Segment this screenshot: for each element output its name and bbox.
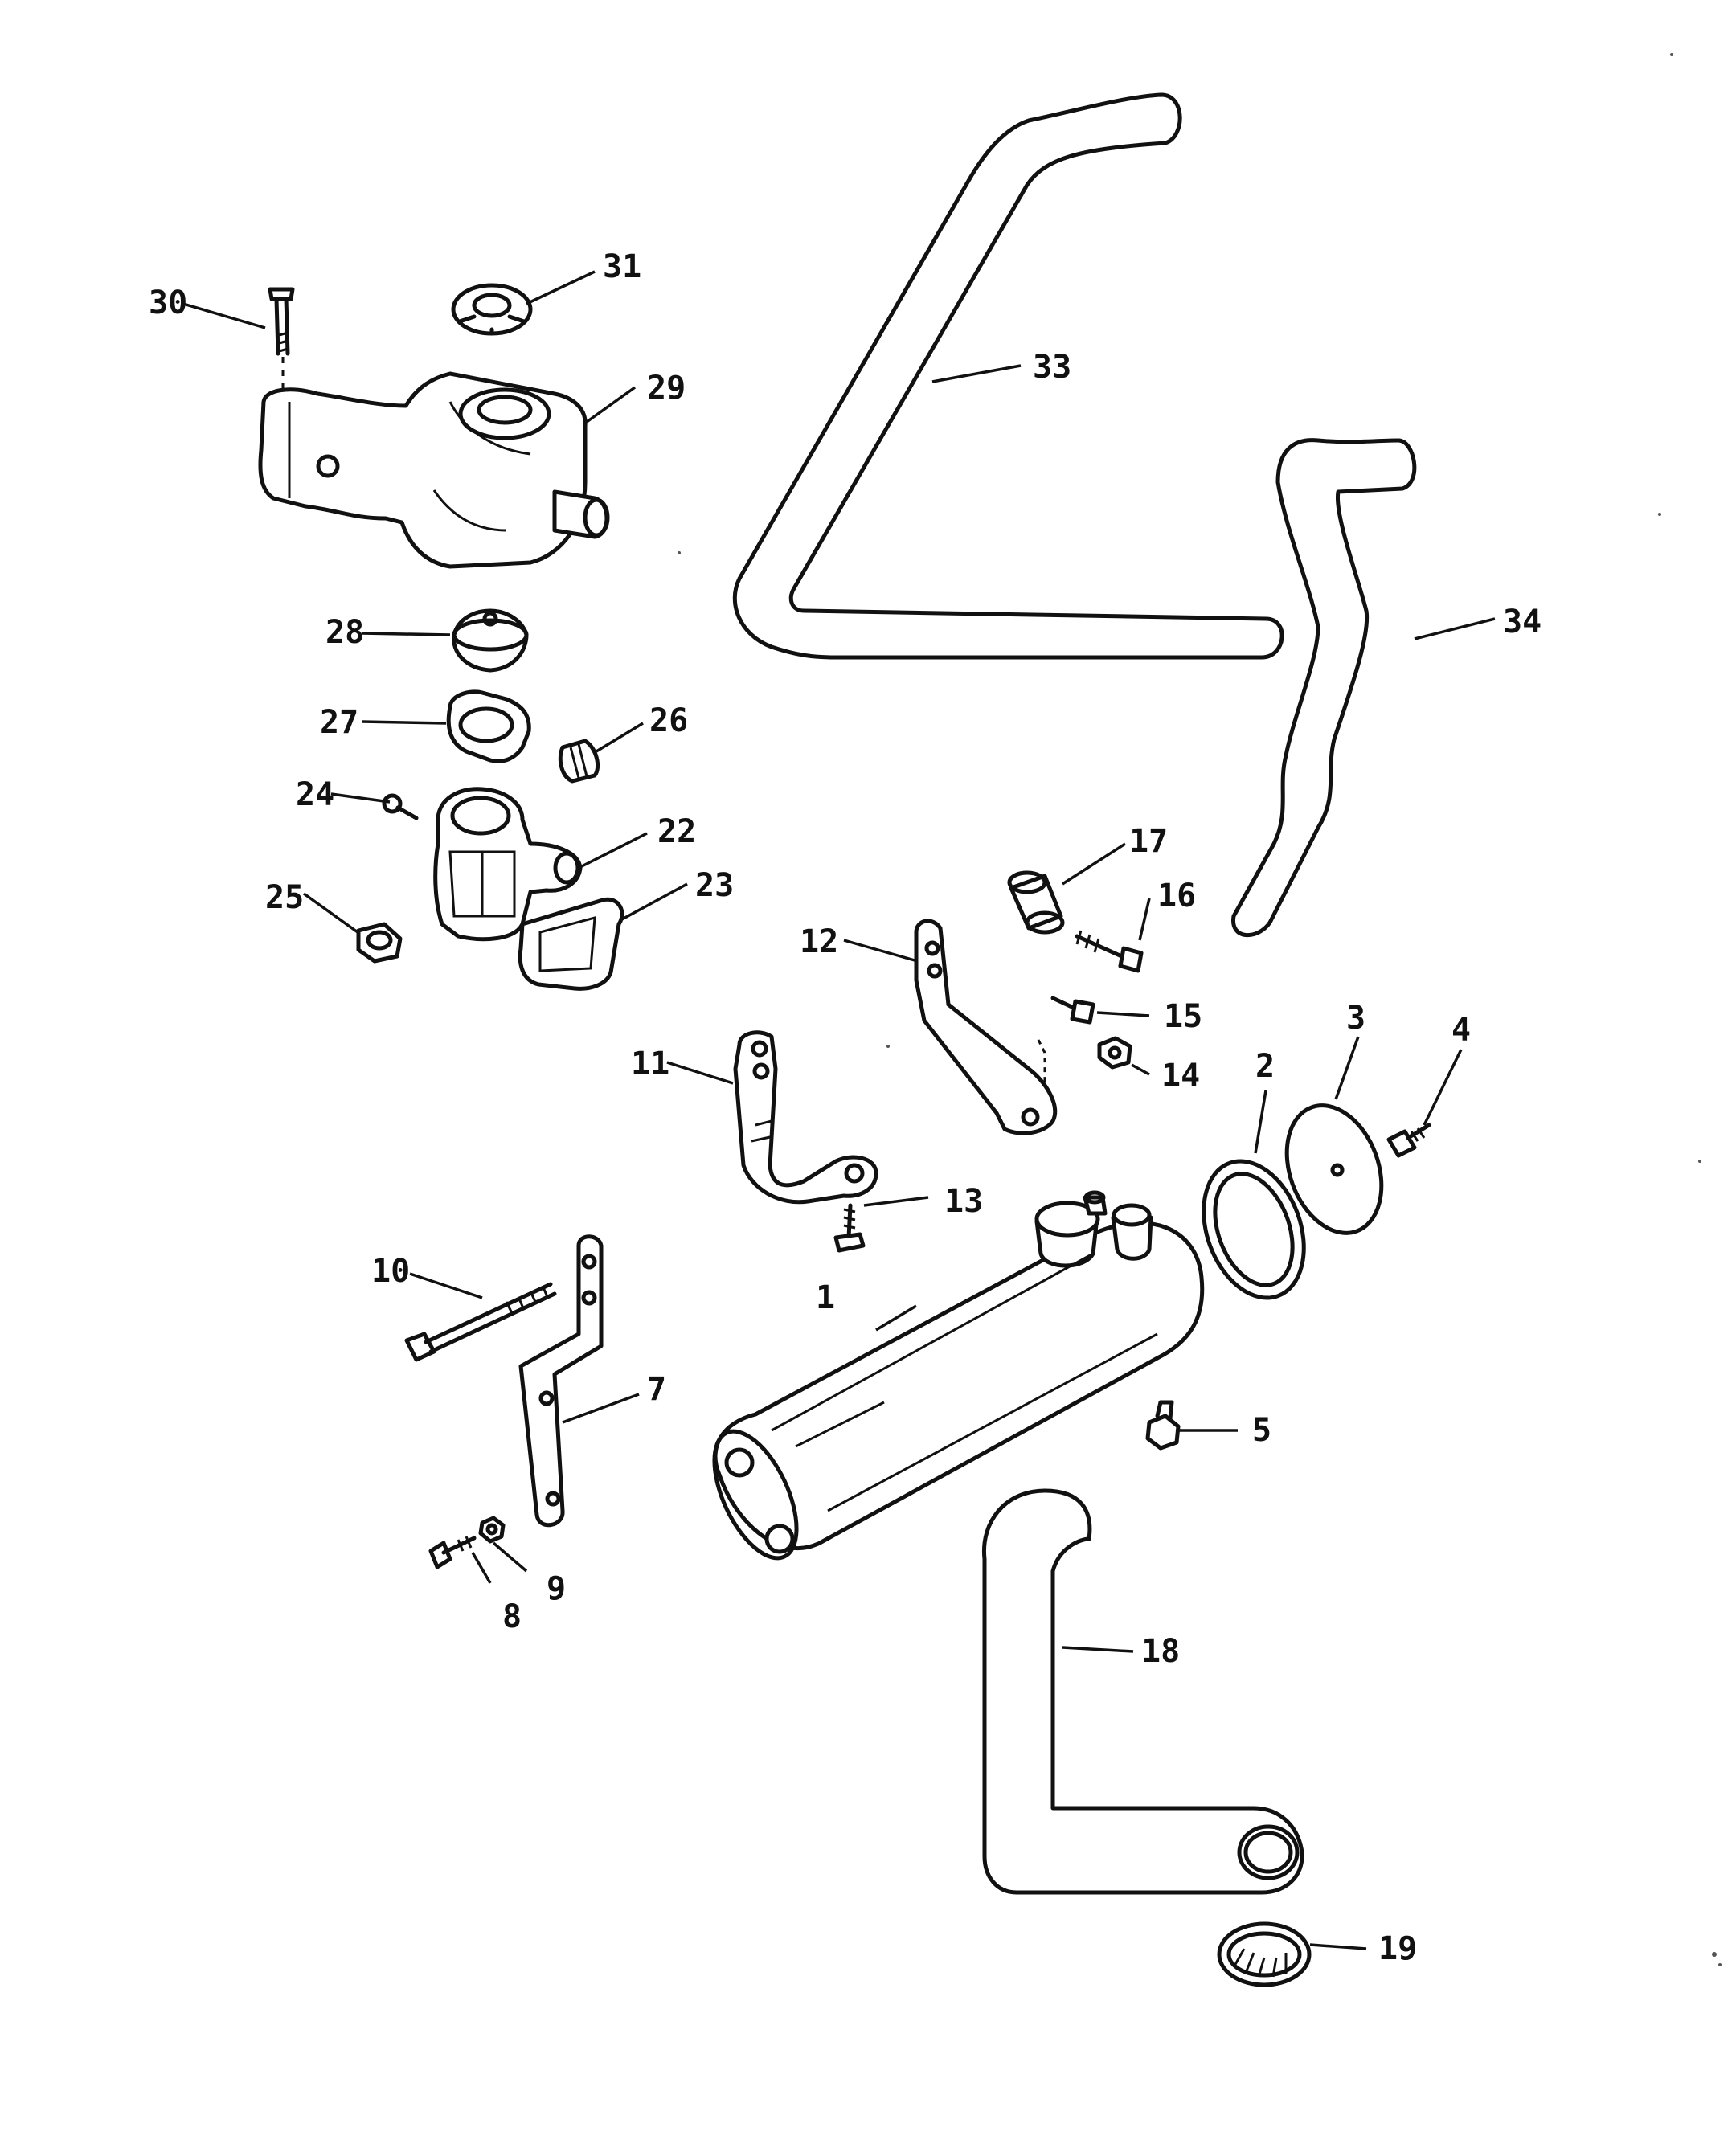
callout-3: 3 <box>1346 1000 1365 1037</box>
plug-25 <box>356 922 403 964</box>
callout-19: 19 <box>1378 1930 1417 1967</box>
callout-9: 9 <box>547 1570 566 1607</box>
callout-34: 34 <box>1503 604 1542 640</box>
screw-13 <box>833 1203 866 1253</box>
callout-13: 13 <box>944 1183 983 1220</box>
nut-9 <box>478 1516 506 1544</box>
callout-31: 31 <box>603 248 641 285</box>
thermostat-28 <box>452 608 529 673</box>
bolt-30 <box>268 287 295 402</box>
heat-exchanger-1 <box>712 1190 1205 1561</box>
callout-4: 4 <box>1451 1012 1471 1049</box>
thermostat-housing-29 <box>258 371 610 569</box>
callout-29: 29 <box>647 370 686 407</box>
callout-14: 14 <box>1161 1058 1200 1095</box>
callout-5: 5 <box>1252 1412 1271 1449</box>
gasket-27 <box>446 689 531 763</box>
sleeve-17 <box>1007 870 1065 935</box>
bolt-16 <box>1075 930 1144 973</box>
callout-11: 11 <box>631 1045 669 1082</box>
callout-23: 23 <box>695 867 734 904</box>
callout-27: 27 <box>320 704 358 741</box>
callout-16: 16 <box>1157 878 1196 915</box>
callout-26: 26 <box>649 702 688 739</box>
callout-24: 24 <box>296 776 334 813</box>
hose-33 <box>732 92 1284 660</box>
pressure-cap-31 <box>451 283 533 336</box>
callout-12: 12 <box>800 923 838 960</box>
drain-plug-5 <box>1145 1400 1181 1451</box>
callout-17: 17 <box>1129 823 1168 860</box>
callout-8: 8 <box>502 1598 522 1635</box>
callout-28: 28 <box>326 614 364 651</box>
strap-11 <box>733 1030 878 1205</box>
callout-25: 25 <box>265 879 304 916</box>
bracket-12 <box>914 919 1058 1135</box>
callout-15: 15 <box>1164 998 1202 1035</box>
callout-1: 1 <box>816 1279 835 1316</box>
screw-24 <box>382 793 419 820</box>
hose-34 <box>1231 438 1417 937</box>
o-ring-2 <box>1202 1159 1306 1300</box>
callout-33: 33 <box>1033 349 1071 386</box>
callout-22: 22 <box>657 813 696 850</box>
callout-7: 7 <box>647 1371 666 1408</box>
hose-18 <box>981 1488 1304 1895</box>
scan-specks <box>678 53 1722 1966</box>
end-cap-3 <box>1284 1103 1384 1235</box>
bracket-7 <box>518 1234 604 1528</box>
nut-14 <box>1037 1036 1132 1085</box>
bolt-10 <box>404 1282 557 1362</box>
housing-22 <box>433 787 583 942</box>
bolt-15 <box>1050 996 1095 1025</box>
callout-30: 30 <box>149 284 187 321</box>
screw-8 <box>428 1536 477 1569</box>
hose-clamp-19 <box>1217 1921 1312 1987</box>
leader-lines <box>182 270 1496 1950</box>
callout-labels: 1 2 3 4 5 7 8 9 10 11 12 13 14 15 16 17 … <box>149 248 1542 1967</box>
callout-18: 18 <box>1141 1633 1180 1670</box>
fitting-26 <box>558 739 600 784</box>
gasket-23 <box>518 897 624 991</box>
screw-4 <box>1386 1123 1431 1158</box>
callout-10: 10 <box>371 1253 410 1290</box>
callout-2: 2 <box>1255 1048 1275 1085</box>
